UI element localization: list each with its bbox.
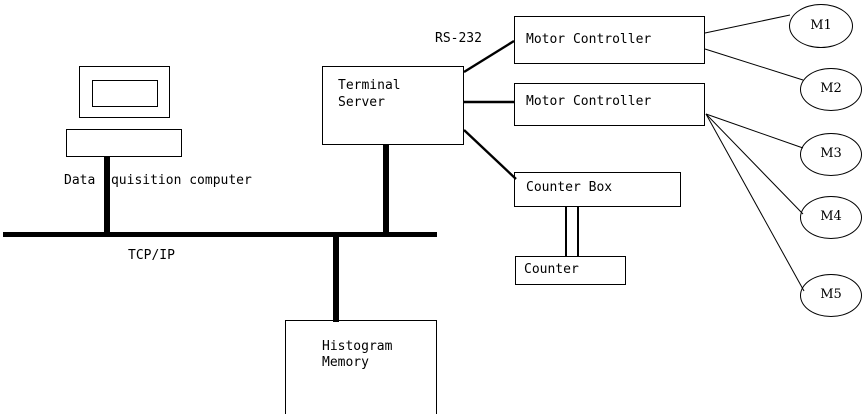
counter-device-label: Counter (524, 262, 579, 277)
rs232-link-label: RS-232 (435, 31, 482, 46)
motor-m5-label: M5 (820, 287, 842, 302)
link-motor-controller-2-to-m3 (705, 113, 804, 149)
tcpip-bus (3, 232, 437, 237)
terminal-server-label-line2: Server (338, 95, 385, 110)
motor-m4-label: M4 (820, 209, 842, 224)
motor-m2[interactable] (800, 68, 862, 111)
bus-drop-computer (104, 156, 110, 236)
counter-box[interactable] (514, 172, 681, 207)
terminal-server-label-line1: Terminal (338, 78, 401, 93)
motor-controller-1-box[interactable] (514, 16, 705, 64)
motor-m3[interactable] (800, 133, 862, 176)
terminal-server-box[interactable] (322, 66, 464, 145)
link-terminal-server-to-counter-box (463, 129, 517, 180)
computer-screen (92, 80, 158, 107)
link-motor-controller-1-to-m2 (704, 48, 804, 81)
link-motor-controller-1-to-m1 (704, 14, 791, 34)
link-motor-controller-2-to-m4 (705, 113, 804, 215)
tcpip-bus-label: TCP/IP (128, 248, 175, 263)
bus-drop-terminal-server (383, 144, 389, 236)
counter-box-label: Counter Box (526, 180, 613, 195)
histogram-memory-box[interactable] (285, 320, 437, 414)
motor-controller-2-box[interactable] (514, 83, 705, 126)
counter-device-box[interactable] (515, 256, 626, 285)
computer-base[interactable] (66, 129, 182, 157)
histogram-memory-label-line1: Histogram (322, 339, 393, 354)
motor-m1-label: M1 (810, 18, 832, 33)
link-terminal-server-to-motor-controller-1 (463, 39, 515, 74)
computer-caption: Data aquisition computer (64, 173, 252, 188)
motor-controller-1-label: Motor Controller (526, 32, 652, 47)
motor-m1[interactable] (789, 4, 853, 48)
motor-m5[interactable] (800, 274, 862, 317)
bus-drop-histogram-memory (333, 234, 339, 322)
motor-m2-label: M2 (820, 81, 842, 96)
motor-controller-2-label: Motor Controller (526, 94, 652, 109)
computer-monitor[interactable] (79, 66, 170, 118)
motor-m3-label: M3 (820, 146, 842, 161)
histogram-memory-label-line2: Memory (322, 355, 369, 370)
motor-m4[interactable] (800, 196, 862, 239)
link-motor-controller-2-to-m5 (705, 113, 805, 292)
